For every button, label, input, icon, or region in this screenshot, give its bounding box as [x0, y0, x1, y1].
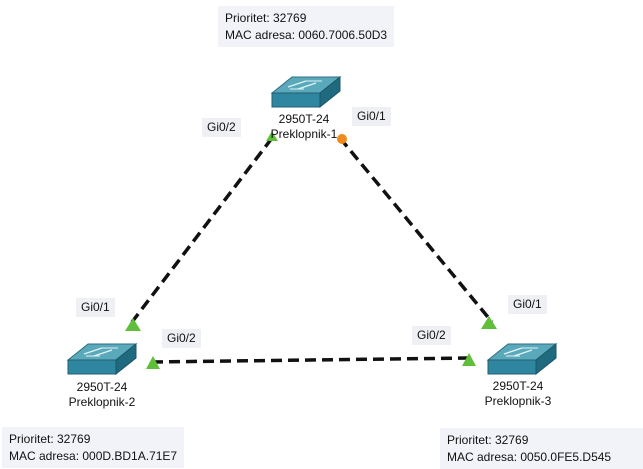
switch-model: 2950T-24 — [76, 380, 128, 394]
mac-address-text: MAC adresa: 0060.7006.50D3 — [225, 28, 388, 42]
switch-icon-preklopnik-2[interactable] — [67, 343, 137, 375]
port-label-sw3-gi0-1: Gi0/1 — [508, 295, 547, 314]
port-forwarding-icon — [146, 356, 160, 369]
switch-model: 2950T-24 — [278, 112, 330, 126]
info-box-preklopnik-3: Prioritet: 32769 MAC adresa: 0050.0FE5.D… — [440, 428, 643, 469]
link-sw1-sw3 — [338, 136, 494, 324]
info-box-preklopnik-2: Prioritet: 32769 MAC adresa: 000D.BD1A.7… — [2, 427, 185, 468]
mac-address-text: MAC adresa: 0050.0FE5.D545 — [447, 450, 612, 464]
link-sw2-sw3 — [151, 356, 471, 364]
switch-label-preklopnik-3: 2950T-24 Preklopnik-3 — [478, 379, 558, 409]
port-forwarding-icon — [481, 316, 497, 329]
port-label-sw1-gi0-2: Gi0/2 — [202, 118, 241, 137]
switch-name: Preklopnik-3 — [484, 394, 552, 408]
switch-label-preklopnik-1: 2950T-24 Preklopnik-1 — [264, 112, 344, 142]
switch-icon-preklopnik-3[interactable] — [487, 343, 557, 375]
priority-text: Prioritet: 32769 — [9, 432, 91, 446]
switch-name: Preklopnik-2 — [68, 395, 136, 409]
switch-icon-preklopnik-1[interactable] — [271, 76, 341, 108]
port-label-sw1-gi0-1: Gi0/1 — [352, 107, 391, 126]
switch-model: 2950T-24 — [492, 379, 544, 393]
port-forwarding-icon — [462, 353, 476, 366]
port-label-sw2-gi0-2: Gi0/2 — [162, 329, 201, 348]
port-blocking-icon — [337, 134, 347, 144]
switch-label-preklopnik-2: 2950T-24 Preklopnik-2 — [62, 380, 142, 410]
link-sw1-sw2 — [130, 136, 274, 324]
switch-name: Preklopnik-1 — [270, 127, 338, 141]
port-label-sw3-gi0-2: Gi0/2 — [412, 326, 451, 345]
info-box-preklopnik-1: Prioritet: 32769 MAC adresa: 0060.7006.5… — [218, 6, 395, 47]
port-forwarding-icon — [266, 131, 278, 141]
port-label-sw2-gi0-1: Gi0/1 — [76, 298, 115, 317]
port-forwarding-icon — [125, 318, 141, 331]
mac-address-text: MAC adresa: 000D.BD1A.71E7 — [9, 449, 178, 463]
priority-text: Prioritet: 32769 — [447, 433, 529, 447]
priority-text: Prioritet: 32769 — [225, 11, 307, 25]
